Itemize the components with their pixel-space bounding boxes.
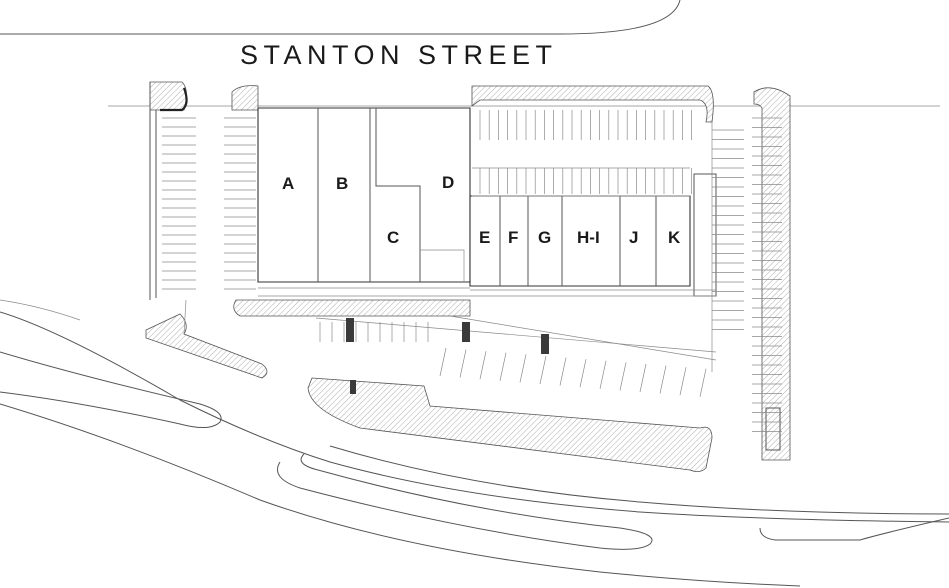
east-building <box>469 173 717 297</box>
west-parking-lot <box>149 81 259 300</box>
southwest-planter-island <box>145 313 268 379</box>
east-parking-lot <box>711 87 791 461</box>
unit-label-d: D <box>442 173 454 192</box>
unit-label-f: F <box>508 228 518 247</box>
main-road-median <box>0 351 222 428</box>
stanton-street-curb <box>0 0 681 35</box>
main-road-median-east <box>329 445 949 515</box>
unit-label-a: A <box>282 174 294 193</box>
parking-stall-line <box>619 362 627 391</box>
south-planter-island <box>307 377 713 472</box>
parking-stall-line <box>639 363 647 393</box>
north-parking-lot <box>471 85 714 197</box>
parking-stall-line <box>499 352 507 381</box>
parking-stall-line <box>579 359 587 388</box>
unit-label-g: G <box>538 228 551 247</box>
unit-label-e: E <box>479 228 490 247</box>
unit-label-hi: H-I <box>577 228 600 247</box>
parking-stall-line <box>659 365 667 394</box>
main-building <box>233 107 471 317</box>
street-name-label: STANTON STREET <box>240 40 558 70</box>
main-road-north-edge <box>0 311 949 523</box>
unit-label-k: K <box>668 228 681 247</box>
parking-stall-line <box>439 347 447 377</box>
unit-labels: A B C D E F G H-I J K <box>282 173 681 247</box>
parking-stall-line <box>519 354 527 383</box>
parking-stall-line <box>699 368 707 397</box>
main-road-south-edge <box>0 403 801 587</box>
parking-stall-line <box>459 349 467 378</box>
unit-label-j: J <box>629 228 638 247</box>
parking-stall-line <box>479 351 487 380</box>
parking-stall-line <box>679 367 687 396</box>
unit-label-c: C <box>387 228 399 247</box>
parking-stall-line <box>599 360 607 389</box>
parking-stall-line <box>559 357 567 386</box>
south-parking-lot <box>315 315 717 397</box>
parking-stall-line <box>539 355 547 385</box>
unit-label-b: B <box>336 174 348 193</box>
